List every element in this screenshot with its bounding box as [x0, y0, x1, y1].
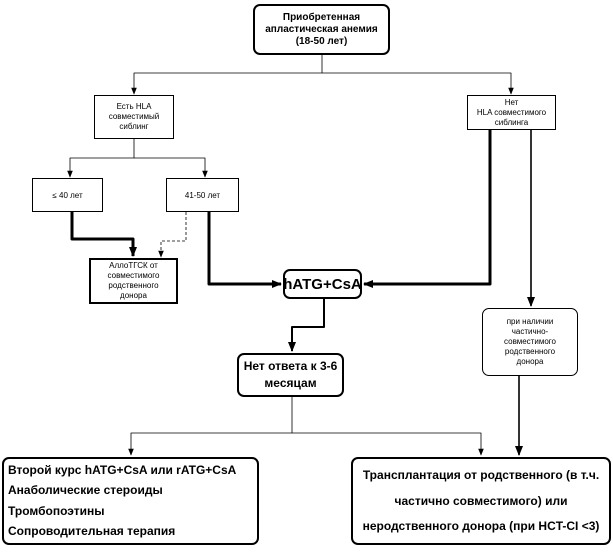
node-sibling-line: Есть HLA — [116, 102, 152, 111]
node-therapy-line: Второй курс hATG+CsA или rATG+CsA — [8, 463, 237, 478]
node-root-line: (18-50 лет) — [295, 35, 348, 47]
node-partial-line: донора — [516, 357, 544, 366]
node-therapy-line: Тромбопоэтины — [8, 503, 105, 518]
node-no-sibling-line: HLA совместимого — [476, 107, 547, 117]
node-age-41-50-label: 41-50 лет — [184, 190, 221, 200]
node-acquired-aplastic-anemia: Приобретенная апластическая анемия (18-5… — [253, 4, 390, 55]
edge-sibling-to-age-le40 — [67, 139, 135, 178]
edge-root-to-no-sibling — [322, 72, 514, 95]
node-therapy-line: Анаболические стероиды — [8, 483, 163, 498]
node-allo-line: родственного — [108, 281, 159, 290]
edge-age-le40-to-allo — [70, 212, 137, 257]
node-transplant-line: Трансплантация от родственного (в т.ч. — [362, 468, 600, 483]
node-hla-sibling: Есть HLA совместимый сиблинг — [94, 95, 174, 139]
node-atg-label: hATG+CsA — [283, 275, 362, 293]
node-therapy-line: Сопроводительная терапия — [8, 523, 176, 538]
node-root-line: апластическая анемия — [265, 23, 378, 35]
node-allo-hsct: АллоТГСК от совместимого родственного до… — [89, 258, 178, 304]
node-root-line: Приобретенная — [282, 11, 361, 23]
edge-age-41-50-to-atg — [207, 212, 282, 288]
edge-root-to-sibling — [131, 55, 323, 95]
node-second-line-therapy: Второй курс hATG+CsA или rATG+CsA Анабол… — [2, 457, 259, 545]
node-no-sibling-line: Нет — [504, 97, 519, 107]
node-allo-line: донора — [120, 291, 147, 300]
node-partial-line: совместимого — [504, 337, 556, 346]
node-no-response-line: Нет ответа к 3-6 — [243, 359, 338, 373]
node-no-sibling-line: сиблинга — [494, 117, 529, 127]
node-no-response-line: месяцам — [264, 376, 317, 390]
edge-no-response-to-transplant — [292, 432, 484, 456]
node-allo-line: совместимого — [107, 271, 160, 280]
node-hatg-csa: hATG+CsA — [283, 269, 362, 299]
edge-age-41-50-to-allo — [158, 212, 187, 258]
node-partial-line: частично- — [511, 327, 549, 336]
node-partial-line: при наличии — [506, 317, 554, 326]
node-age-41-50: 41-50 лет — [166, 178, 239, 212]
edge-sibling-to-age-41-50 — [134, 157, 208, 178]
node-sibling-line: совместимый — [108, 112, 160, 121]
edge-no-sibling-to-atg — [363, 130, 492, 288]
node-transplant-line: неродственного донора (при HCT-CI <3) — [362, 518, 600, 533]
node-partial-match-donor: при наличии частично- совместимого родст… — [482, 308, 578, 376]
node-age-le40-label: ≤ 40 лет — [52, 190, 83, 200]
node-partial-line: родственного — [504, 347, 556, 356]
edge-no-response-to-therapy — [128, 397, 293, 456]
node-sibling-line: сиблинг — [119, 122, 149, 131]
edge-atg-to-no-response — [288, 299, 325, 352]
node-age-under-40: ≤ 40 лет — [32, 178, 103, 212]
node-transplant-line: частично совместимого) или — [394, 493, 568, 508]
node-no-response: Нет ответа к 3-6 месяцам — [237, 353, 344, 397]
node-no-hla-sibling: Нет HLA совместимого сиблинга — [467, 95, 556, 130]
node-allo-line: АллоТГСК от — [109, 261, 158, 270]
node-transplantation: Трансплантация от родственного (в т.ч. ч… — [351, 457, 611, 545]
